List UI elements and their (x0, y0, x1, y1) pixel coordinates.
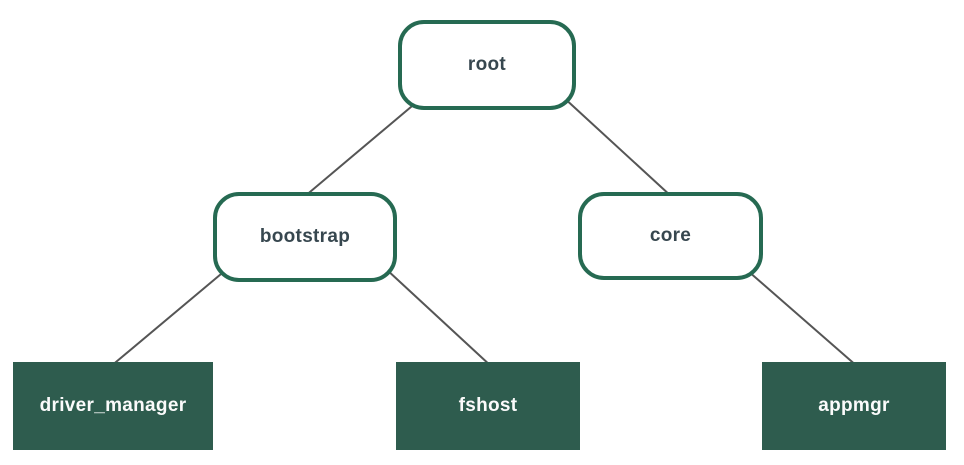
node-appmgr-label: appmgr (818, 395, 890, 416)
node-core-label: core (649, 225, 692, 246)
node-fshost-label: fshost (458, 395, 518, 416)
node-root: root (398, 20, 576, 110)
node-bootstrap: bootstrap (213, 192, 397, 282)
edge-bootstrap-fshost (385, 268, 493, 368)
node-driver-manager: driver_manager (13, 362, 213, 450)
edge-root-bootstrap (303, 95, 425, 198)
edge-core-appmgr (747, 270, 859, 368)
edge-root-core (561, 95, 673, 198)
node-bootstrap-label: bootstrap (259, 226, 351, 247)
node-appmgr: appmgr (762, 362, 946, 450)
edge-bootstrap-driver-manager (109, 268, 228, 368)
node-core: core (578, 192, 763, 280)
node-root-label: root (467, 54, 507, 75)
node-fshost: fshost (396, 362, 580, 450)
node-driver-manager-label: driver_manager (39, 395, 187, 416)
